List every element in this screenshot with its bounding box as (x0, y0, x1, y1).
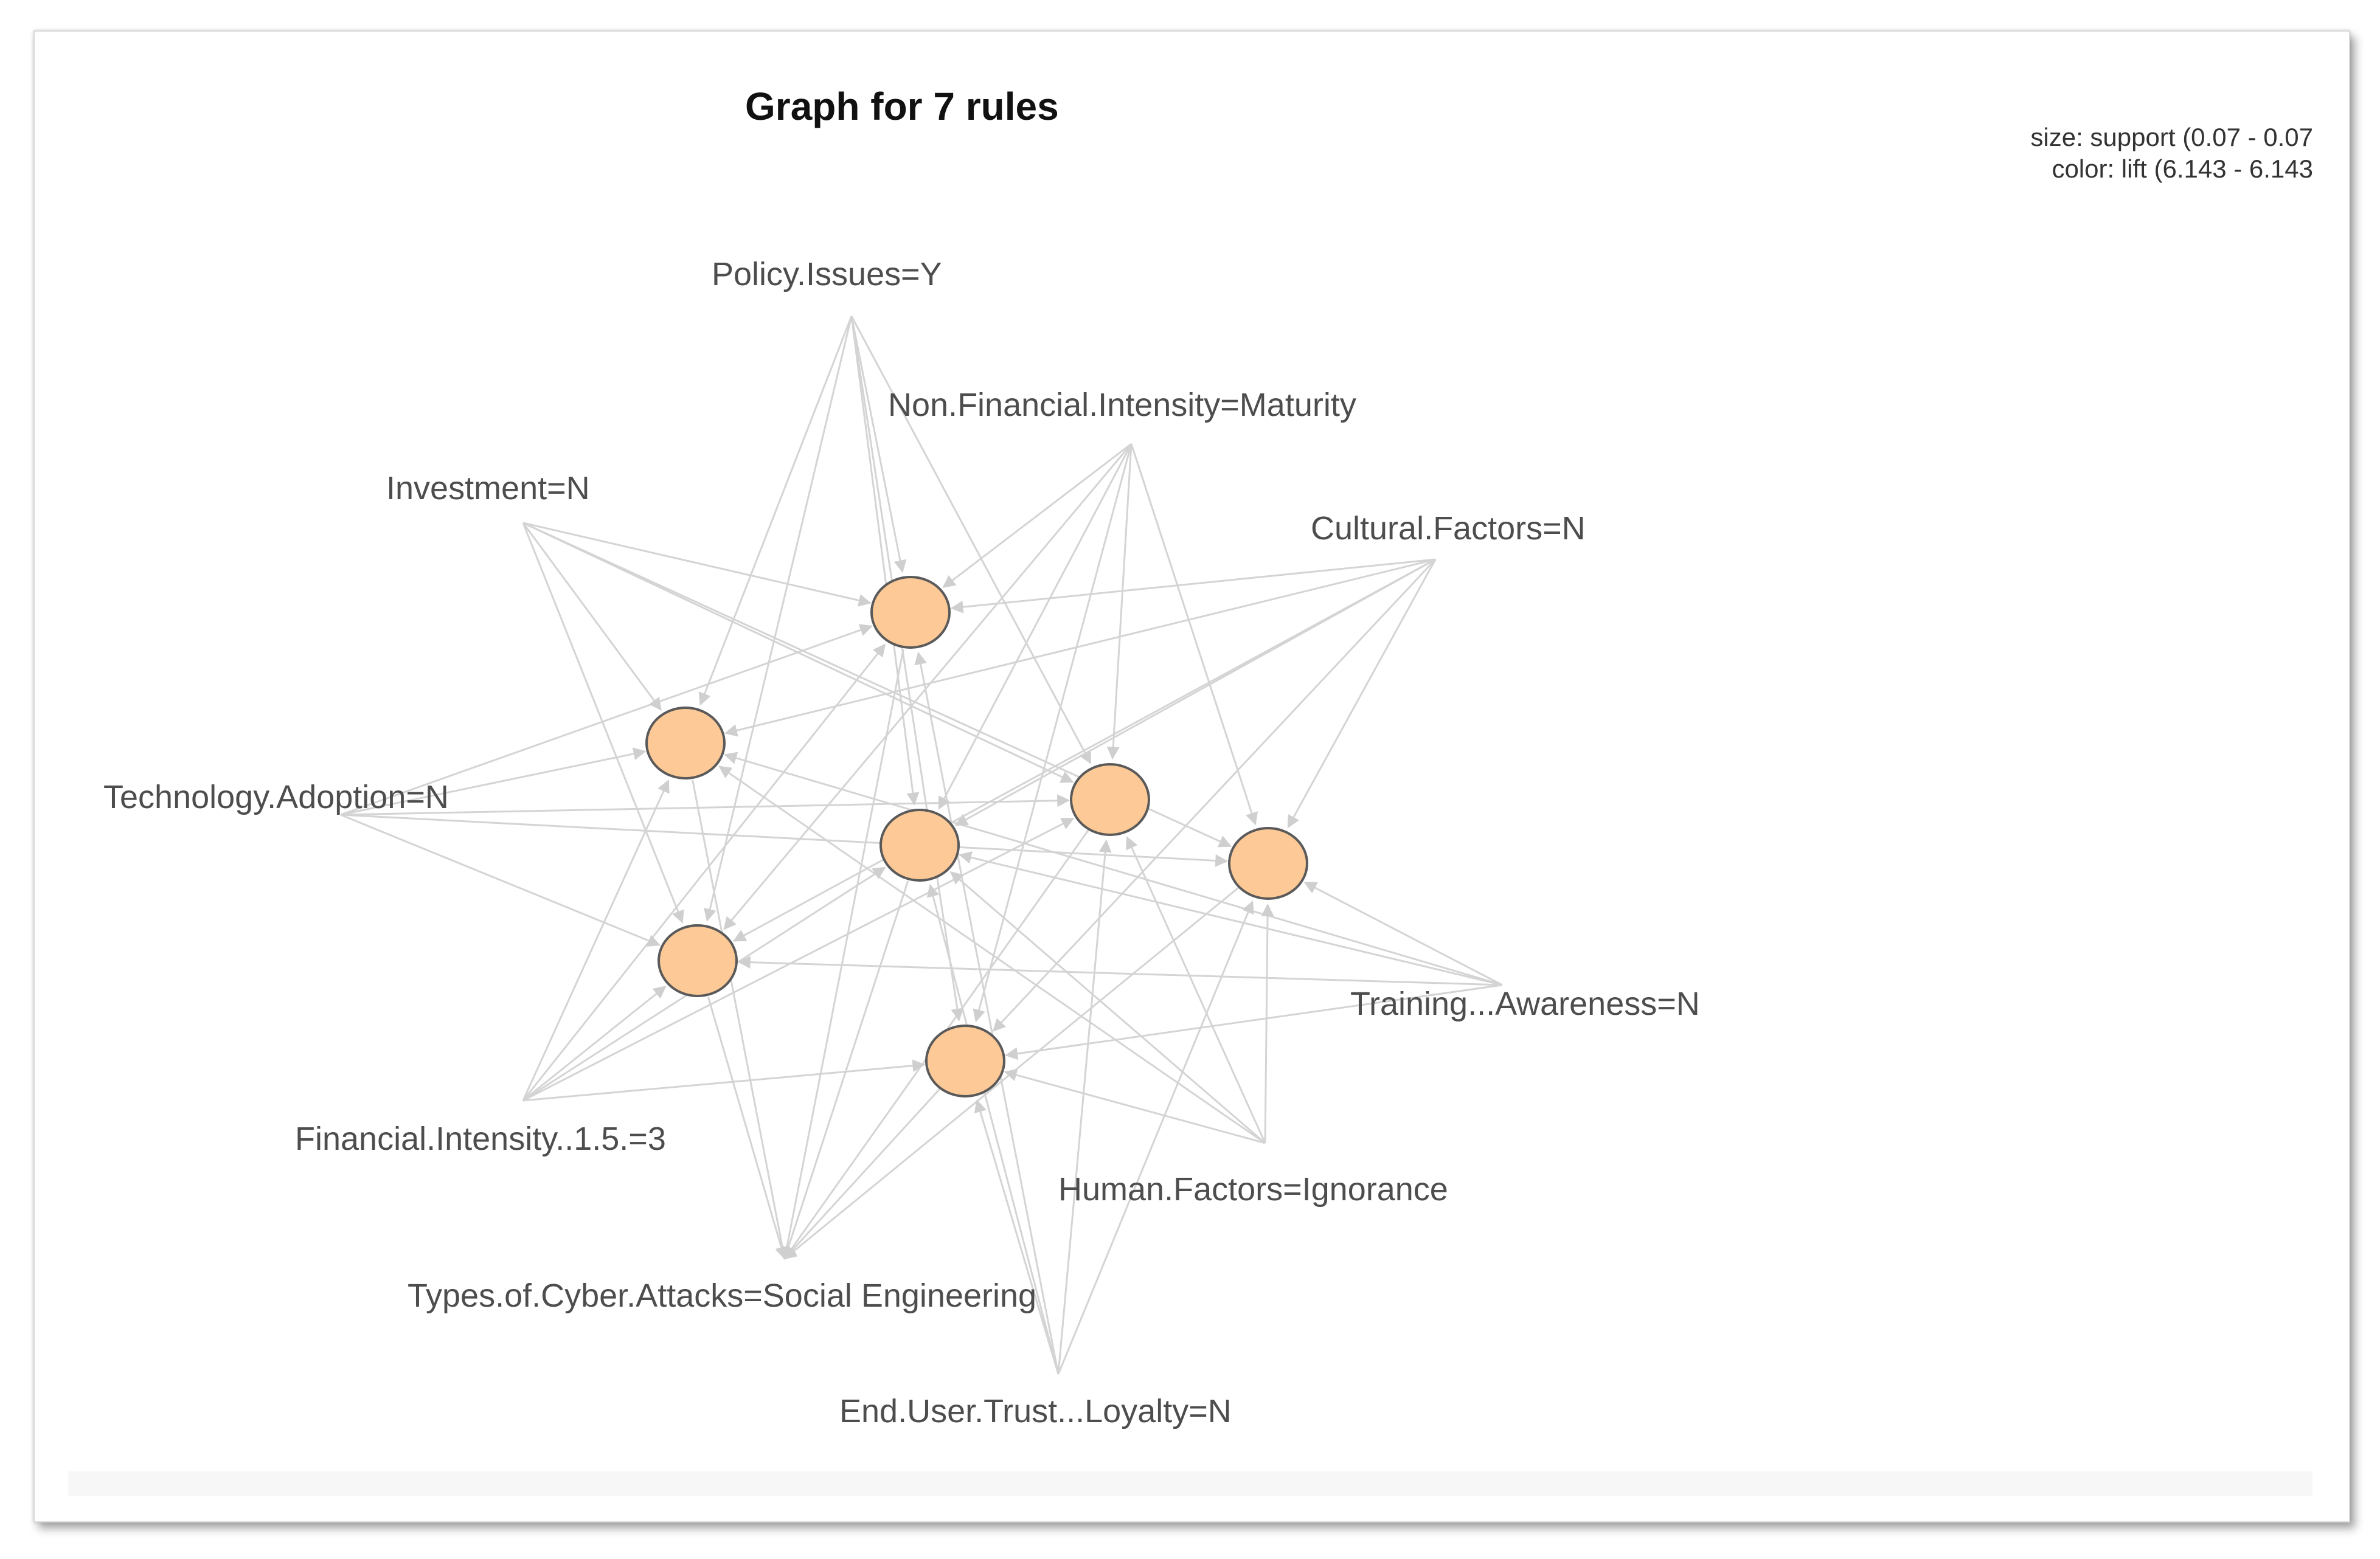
item-label-enduser: End.User.Trust...Loyalty=N (839, 1393, 1232, 1429)
rule-node-r4 (879, 809, 960, 882)
item-label-policy: Policy.Issues=Y (712, 256, 942, 292)
edge-r1-to-types (780, 649, 904, 1260)
item-label-types: Types.of.Cyber.Attacks=Social Engineerin… (408, 1277, 1037, 1314)
item-label-tech: Technology.Adoption=N (103, 779, 449, 815)
edge-enduser-to-r5 (1057, 900, 1254, 1375)
edge-fin-to-r1 (522, 643, 886, 1101)
edge-enduser-to-r3 (1057, 839, 1112, 1375)
edge-tech-to-r2 (340, 747, 647, 816)
item-label-cultural: Cultural.Factors=N (1311, 510, 1586, 547)
edge-tech-to-r5 (340, 814, 1229, 867)
edge-training-to-r2 (724, 752, 1503, 986)
legend-color: color: lift (6.143 - 6.143 (2052, 154, 2313, 183)
edge-training-to-r6 (737, 956, 1503, 986)
item-label-training: Training...Awareness=N (1350, 986, 1700, 1022)
edge-policy-to-r6 (703, 316, 853, 922)
edge-cultural-to-r6 (732, 558, 1436, 942)
edge-human-to-r3 (1126, 836, 1266, 1144)
edge-r2-to-types (692, 780, 789, 1260)
edge-training-to-r5 (1303, 882, 1503, 986)
edge-human-to-r4 (949, 871, 1266, 1144)
item-label-nonfin: Non.Financial.Intensity=Maturity (888, 387, 1356, 423)
edge-r6-to-types (707, 997, 788, 1260)
edge-human-to-r2 (718, 766, 1266, 1144)
legend: size: support (0.07 - 0.07 color: lift (… (2030, 122, 2313, 185)
edge-tech-to-r6 (340, 814, 661, 947)
edge-invest-to-r6 (522, 522, 684, 924)
edge-fin-to-r7 (522, 1059, 926, 1102)
rule-node-r2 (645, 707, 726, 780)
edge-enduser-to-r1 (914, 651, 1060, 1375)
rule-node-r1 (870, 576, 951, 649)
edge-fin-to-r2 (522, 780, 670, 1101)
edge-r7-to-types (783, 1088, 941, 1260)
graph-title: Graph for 7 rules (745, 85, 1059, 128)
edge-policy-to-r7 (850, 316, 964, 1021)
item-label-human: Human.Factors=Ignorance (1058, 1171, 1448, 1208)
rule-node-r5 (1228, 827, 1308, 900)
edge-human-to-r5 (1261, 903, 1274, 1144)
edge-nonfin-to-r6 (723, 443, 1133, 930)
rule-node-r7 (925, 1025, 1005, 1098)
edge-policy-to-r1 (850, 316, 907, 573)
legend-size: size: support (0.07 - 0.07 (2030, 123, 2313, 151)
edge-fin-to-r6 (522, 986, 667, 1102)
edge-cultural-to-r5 (1287, 559, 1437, 829)
edge-cultural-to-r1 (950, 558, 1436, 614)
edge-tech-to-r1 (340, 624, 873, 816)
edge-invest-to-r3 (522, 522, 1074, 783)
graph-frame (33, 30, 2350, 1523)
edge-training-to-r7 (1005, 984, 1503, 1060)
edge-invest-to-r2 (522, 522, 662, 711)
plot-bottom-band (68, 1471, 2312, 1496)
edge-nonfin-to-r4 (938, 443, 1133, 810)
edge-human-to-r7 (1004, 1068, 1266, 1144)
edge-cultural-to-r2 (724, 558, 1436, 737)
edge-fin-to-r3 (522, 817, 1075, 1102)
edge-policy-to-r2 (698, 316, 853, 706)
rule-node-r6 (657, 924, 738, 997)
item-label-invest: Investment=N (386, 470, 590, 506)
edge-nonfin-to-r5 (1130, 443, 1258, 826)
edge-enduser-to-r7 (974, 1099, 1060, 1375)
edge-cultural-to-r7 (993, 558, 1437, 1032)
edge-nonfin-to-r1 (942, 443, 1132, 589)
edge-tech-to-r3 (340, 794, 1070, 816)
rule-nodes-layer (645, 576, 1308, 1098)
edge-r4-to-types (782, 880, 909, 1260)
edge-invest-to-r1 (522, 522, 872, 607)
item-label-fin: Financial.Intensity..1.5.=3 (295, 1121, 666, 1157)
edge-policy-to-r4 (850, 316, 920, 806)
edge-nonfin-to-r7 (973, 443, 1133, 1023)
edge-policy-to-r3 (850, 316, 1092, 764)
rule-node-r3 (1070, 763, 1150, 836)
edges-layer (340, 316, 1503, 1375)
edge-training-to-r4 (959, 851, 1503, 986)
edge-nonfin-to-r3 (1106, 443, 1133, 760)
